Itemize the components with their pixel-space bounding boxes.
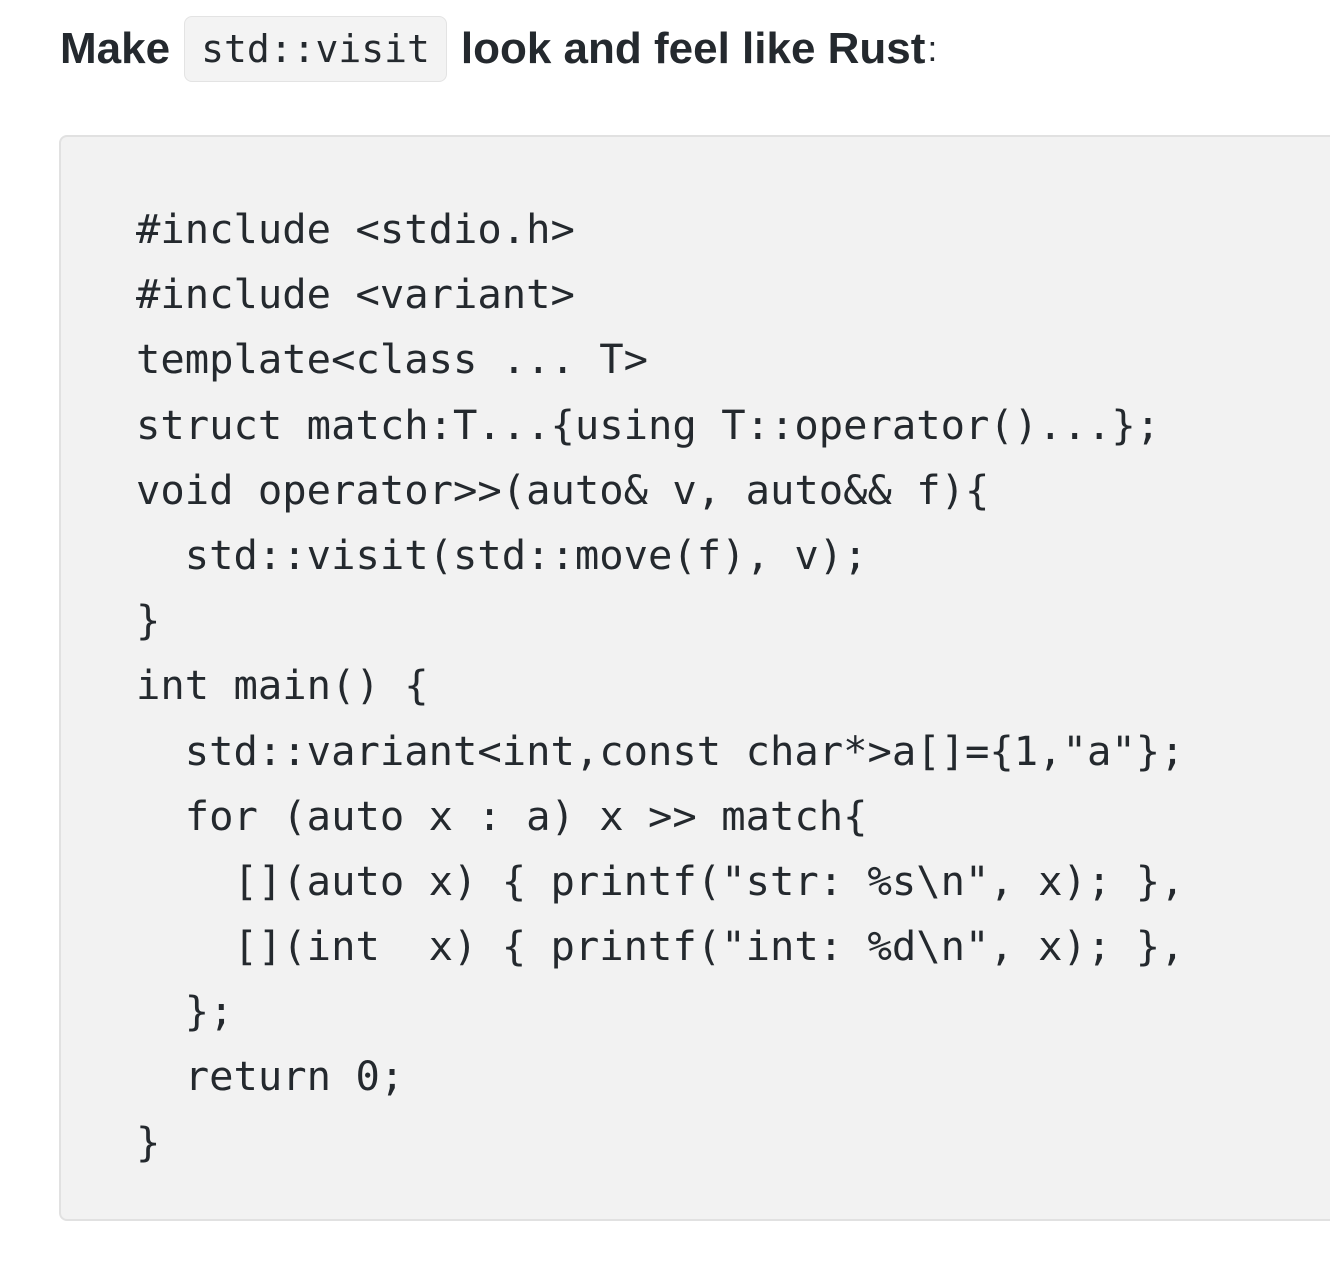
heading: Make std::visit look and feel like Rust …: [60, 14, 937, 84]
code-line: [](auto x) { printf("str: %s\n", x); },: [136, 856, 1185, 905]
code-line: for (auto x : a) x >> match{: [136, 791, 868, 840]
heading-colon: :: [927, 28, 938, 69]
code-block[interactable]: #include <stdio.h> #include <variant> temp…: [59, 135, 1330, 1221]
code-content: #include <stdio.h> #include <variant> temp…: [136, 197, 1184, 1175]
code-line: std::variant<int,const char*>a[]={1,"a"}…: [136, 726, 1185, 775]
code-line: [](int x) { printf("int: %d\n", x); },: [136, 922, 1185, 971]
heading-text-after: look and feel like Rust: [460, 24, 926, 73]
inline-code: std::visit: [184, 16, 447, 82]
code-line: template<class ... T>: [136, 335, 649, 384]
code-line: };: [136, 987, 234, 1036]
code-line: std::visit(std::move(f), v);: [136, 530, 868, 579]
code-line: int main() {: [136, 661, 429, 710]
code-line: void operator>>(auto& v, auto&& f){: [136, 465, 990, 514]
code-line: }: [136, 596, 161, 645]
code-line: }: [136, 1117, 161, 1166]
heading-text-before: Make: [60, 24, 171, 73]
code-line: #include <variant>: [136, 270, 575, 319]
code-line: struct match:T...{using T::operator()...…: [136, 400, 1161, 449]
code-line: #include <stdio.h>: [136, 205, 575, 253]
code-line: return 0;: [136, 1052, 405, 1101]
